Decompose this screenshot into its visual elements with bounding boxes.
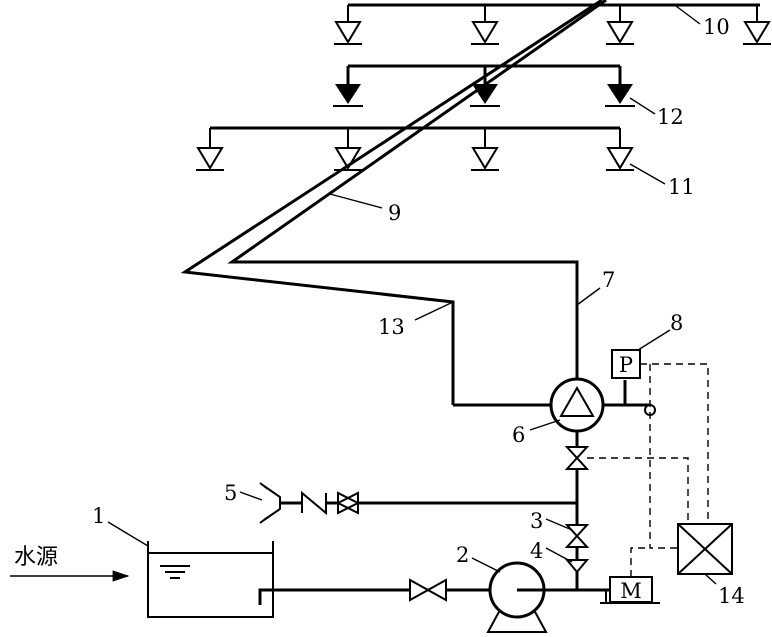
label-3: 3 (530, 509, 543, 533)
label-5: 5 (224, 481, 237, 505)
label-9: 9 (388, 201, 401, 225)
motor: M (600, 576, 660, 604)
test-nozzle-icon (259, 482, 281, 524)
pressure-switch-label: P (619, 353, 633, 377)
riser-pipes (180, 0, 607, 405)
label-11: 11 (668, 175, 695, 199)
control-signal-lines (587, 363, 709, 577)
gate-valve (564, 524, 590, 548)
sprinkler-head-open (606, 5, 634, 45)
water-tank (147, 541, 490, 618)
suction-valve (409, 578, 447, 602)
label-7: 7 (602, 268, 615, 292)
pressure-switch: P (611, 349, 641, 379)
motor-label: M (620, 579, 642, 603)
sprinkler-head-open (743, 5, 771, 45)
label-14: 14 (718, 584, 745, 608)
jockey-pump (486, 561, 610, 633)
upper-sprinkler-branch (334, 3, 771, 45)
sprinkler-head-filled (605, 66, 635, 107)
sprinkler-head-open (334, 5, 362, 45)
gate-valve (564, 431, 590, 525)
check-valve (564, 547, 590, 590)
test-branch (259, 482, 577, 524)
sprinkler-head-open (196, 128, 224, 171)
label-10: 10 (703, 15, 730, 39)
sprinkler-head-filled (333, 66, 363, 107)
label-6: 6 (512, 423, 525, 447)
water-source-inlet: 水源 (10, 545, 130, 582)
sprinkler-head-open (471, 128, 499, 171)
sprinkler-head-open (334, 128, 362, 171)
label-8: 8 (670, 311, 683, 335)
label-4: 4 (530, 539, 543, 563)
label-13: 13 (378, 315, 405, 339)
control-box (677, 523, 733, 575)
callout-leaders (107, 5, 717, 585)
sprinkler-head-open (471, 5, 499, 45)
label-12: 12 (657, 105, 684, 129)
label-1: 1 (92, 504, 105, 528)
label-2: 2 (456, 543, 469, 567)
water-source-label: 水源 (14, 545, 58, 570)
sprinkler-head-open (606, 128, 634, 171)
callout-numbers: 1 2 3 4 5 6 7 8 9 10 11 12 13 14 (92, 15, 745, 608)
fire-pump (453, 377, 656, 433)
lower-sprinkler-branch (196, 126, 634, 171)
